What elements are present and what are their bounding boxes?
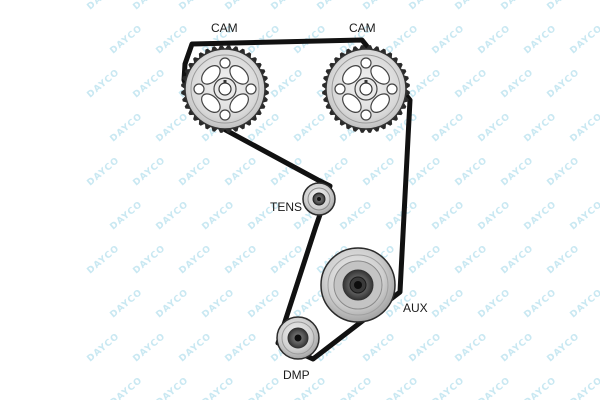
watermark-text: DAYCO — [431, 288, 467, 321]
label-cam-right: CAM — [349, 21, 376, 35]
watermark-text: DAYCO — [362, 156, 398, 189]
watermark-text: DAYCO — [155, 200, 191, 233]
watermark-text: DAYCO — [224, 332, 260, 365]
watermark-text: DAYCO — [431, 376, 467, 400]
watermark-text: DAYCO — [86, 244, 122, 277]
watermark-text: DAYCO — [224, 244, 260, 277]
watermark-text: DAYCO — [316, 332, 352, 365]
watermark-text: DAYCO — [500, 156, 536, 189]
watermark-text: DAYCO — [270, 0, 306, 12]
watermark-text: DAYCO — [569, 112, 600, 145]
watermark-text: DAYCO — [109, 24, 145, 57]
cam-sprocket-right — [322, 45, 410, 133]
watermark-text: DAYCO — [569, 376, 600, 400]
watermark-text: DAYCO — [477, 112, 513, 145]
watermark-text: DAYCO — [454, 156, 490, 189]
watermark-text: DAYCO — [86, 68, 122, 101]
watermark-text: DAYCO — [385, 24, 421, 57]
watermark-text: DAYCO — [224, 0, 260, 12]
label-damper: DMP — [283, 368, 310, 382]
watermark-text: DAYCO — [155, 112, 191, 145]
watermark-text: DAYCO — [431, 24, 467, 57]
watermark-text: DAYCO — [500, 0, 536, 12]
watermark-text: DAYCO — [293, 112, 329, 145]
watermark-text: DAYCO — [500, 68, 536, 101]
watermark-text: DAYCO — [569, 288, 600, 321]
watermark-text: DAYCO — [500, 244, 536, 277]
auxiliary-pulley — [320, 247, 396, 323]
watermark-text: DAYCO — [477, 200, 513, 233]
watermark-text: DAYCO — [109, 200, 145, 233]
watermark-text: DAYCO — [132, 244, 168, 277]
watermark-text: DAYCO — [546, 0, 582, 12]
watermark-text: DAYCO — [178, 244, 214, 277]
watermark-text: DAYCO — [362, 0, 398, 12]
watermark-text: DAYCO — [201, 200, 237, 233]
watermark-text: DAYCO — [339, 200, 375, 233]
watermark-text: DAYCO — [178, 0, 214, 12]
watermark-text: DAYCO — [155, 288, 191, 321]
watermark-text: DAYCO — [408, 156, 444, 189]
watermark-text: DAYCO — [523, 288, 559, 321]
watermark-text: DAYCO — [408, 332, 444, 365]
tensioner-pulley — [302, 182, 336, 216]
watermark-text: DAYCO — [546, 68, 582, 101]
watermark-text: DAYCO — [454, 0, 490, 12]
watermark-text: DAYCO — [546, 244, 582, 277]
watermark-text: DAYCO — [155, 24, 191, 57]
watermark-text: DAYCO — [155, 376, 191, 400]
label-cam-left: CAM — [211, 21, 238, 35]
watermark-text: DAYCO — [408, 244, 444, 277]
watermark-text: DAYCO — [86, 0, 122, 12]
watermark-text: DAYCO — [247, 288, 283, 321]
watermark-text: DAYCO — [201, 288, 237, 321]
watermark-text: DAYCO — [454, 244, 490, 277]
watermark-text: DAYCO — [408, 68, 444, 101]
watermark-text: DAYCO — [132, 0, 168, 12]
watermark-text: DAYCO — [362, 332, 398, 365]
watermark-text: DAYCO — [178, 156, 214, 189]
watermark-text: DAYCO — [201, 376, 237, 400]
watermark-text: DAYCO — [408, 0, 444, 12]
watermark-text: DAYCO — [523, 376, 559, 400]
watermark-text: DAYCO — [454, 68, 490, 101]
watermark-text: DAYCO — [569, 24, 600, 57]
watermark-text: DAYCO — [546, 156, 582, 189]
watermark-text: DAYCO — [132, 156, 168, 189]
watermark-text: DAYCO — [431, 112, 467, 145]
watermark-text: DAYCO — [132, 68, 168, 101]
watermark-text: DAYCO — [339, 376, 375, 400]
watermark-text: DAYCO — [500, 332, 536, 365]
watermark-text: DAYCO — [385, 376, 421, 400]
label-auxiliary: AUX — [403, 301, 428, 315]
watermark-text: DAYCO — [477, 24, 513, 57]
watermark-text: DAYCO — [546, 332, 582, 365]
watermark-text: DAYCO — [270, 68, 306, 101]
watermark-text: DAYCO — [224, 156, 260, 189]
watermark-text: DAYCO — [523, 24, 559, 57]
watermark-text: DAYCO — [477, 376, 513, 400]
label-tensioner: TENS — [270, 200, 302, 214]
watermark-text: DAYCO — [431, 200, 467, 233]
watermark-text: DAYCO — [569, 200, 600, 233]
watermark-text: DAYCO — [109, 112, 145, 145]
damper-pulley — [276, 316, 320, 360]
watermark-text: DAYCO — [178, 332, 214, 365]
watermark-text: DAYCO — [316, 0, 352, 12]
cam-sprocket-left — [181, 45, 269, 133]
watermark-text: DAYCO — [109, 376, 145, 400]
watermark-text: DAYCO — [132, 332, 168, 365]
watermark-text: DAYCO — [86, 156, 122, 189]
watermark-text: DAYCO — [247, 376, 283, 400]
watermark-text: DAYCO — [86, 332, 122, 365]
watermark-text: DAYCO — [477, 288, 513, 321]
watermark-text: DAYCO — [454, 332, 490, 365]
watermark-text: DAYCO — [523, 112, 559, 145]
watermark-text: DAYCO — [109, 288, 145, 321]
watermark-text: DAYCO — [523, 200, 559, 233]
